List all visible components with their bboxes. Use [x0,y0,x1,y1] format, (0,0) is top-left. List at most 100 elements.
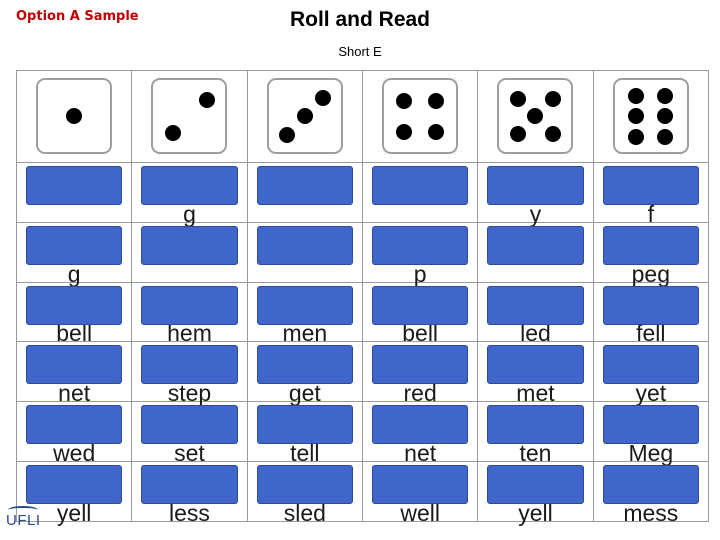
word-text: yet [635,380,667,407]
page-title: Roll and Read [289,8,431,31]
page-subtitle: Short E [338,44,382,59]
word-cell: less [131,461,248,525]
word-cover-card[interactable] [602,465,699,505]
die-one-icon [36,78,113,155]
pip-dot [396,92,413,109]
word-cover-card[interactable] [602,165,699,205]
dice-cell [361,70,479,163]
word-cover-card[interactable] [487,465,584,505]
word-text: f [647,200,655,227]
pip-dot [296,108,313,125]
word-text: set [174,440,205,467]
word-cell [131,221,248,283]
word-cover-card[interactable] [26,285,123,325]
word-cell: Meg [592,401,710,465]
word-cover-card[interactable] [141,225,238,265]
word-cover-card[interactable] [487,345,584,385]
word-cover-card[interactable] [141,285,238,325]
pip-dot [510,91,527,108]
word-cover-card[interactable] [26,345,123,385]
pip-dot [628,128,645,145]
word-cell [477,221,594,283]
word-cell: step [131,341,248,405]
word-cover-card[interactable] [487,405,584,445]
word-cell: fell [592,281,710,347]
word-text: bell [56,320,93,347]
ufli-logo: UFLI [6,506,41,529]
word-cell: red [361,341,479,405]
pip-dot [396,124,413,141]
word-cell: well [361,461,479,526]
dice-cell [592,70,710,163]
word-cover-card[interactable] [256,345,353,385]
word-cover-card[interactable] [371,225,469,265]
word-cover-card[interactable] [371,345,469,385]
word-cover-card[interactable] [487,285,584,325]
word-cover-card[interactable] [141,405,238,445]
word-cell [246,221,363,283]
word-row: g p peg [15,221,710,285]
word-text: net [58,380,91,407]
word-cover-card[interactable] [487,165,584,205]
pip-dot [628,88,645,105]
word-cover-card[interactable] [141,465,238,505]
word-cover-card[interactable] [26,405,123,445]
word-text: sled [283,500,326,526]
pip-dot [544,91,561,108]
word-cover-card[interactable] [141,165,238,205]
word-cover-card[interactable] [256,225,353,265]
word-text: p [413,260,427,287]
die-six-icon [612,78,689,155]
word-cell: mess [592,461,710,526]
word-text: well [400,500,440,526]
word-text: g [183,200,196,227]
word-cell [15,161,133,223]
word-cell [361,161,479,223]
dice-header-row [15,70,710,163]
logo-text: UFLI [6,512,41,529]
word-cover-card[interactable] [256,165,353,205]
word-cover-card[interactable] [371,405,469,445]
word-text: peg [631,260,670,287]
dice-cell [131,70,248,163]
pip-dot [427,124,444,141]
dice-cell [246,70,363,163]
word-cover-card[interactable] [256,405,353,445]
word-cover-card[interactable] [26,165,123,205]
word-cover-card[interactable] [371,285,469,325]
word-cover-card[interactable] [256,465,353,505]
word-cover-card[interactable] [256,285,353,325]
pip-dot [544,125,561,142]
word-cell: g [131,161,248,225]
word-cover-card[interactable] [371,165,469,205]
word-cover-card[interactable] [26,465,123,505]
pip-dot [657,108,674,125]
dice-cell [15,70,133,163]
word-text: g [67,260,81,287]
word-cell: peg [592,221,710,285]
word-cover-card[interactable] [487,225,584,265]
word-cover-card[interactable] [26,225,123,265]
word-text: yell [56,500,92,526]
word-cover-card[interactable] [371,465,469,505]
word-cell: net [15,341,133,407]
word-cell: get [246,341,363,405]
word-cover-card[interactable] [602,225,699,265]
word-text: met [516,380,555,407]
pip-dot [628,108,645,125]
dice-cell [477,70,594,163]
word-cover-card[interactable] [602,405,699,445]
word-cell: hem [131,281,248,345]
pip-dot [278,127,295,144]
word-cover-card[interactable] [141,345,238,385]
word-text: mess [623,500,679,526]
word-text: y [529,200,542,227]
word-cover-card[interactable] [602,345,699,385]
word-cell: wed [15,401,133,465]
word-cover-card[interactable] [602,285,699,325]
word-text: fell [636,320,666,347]
